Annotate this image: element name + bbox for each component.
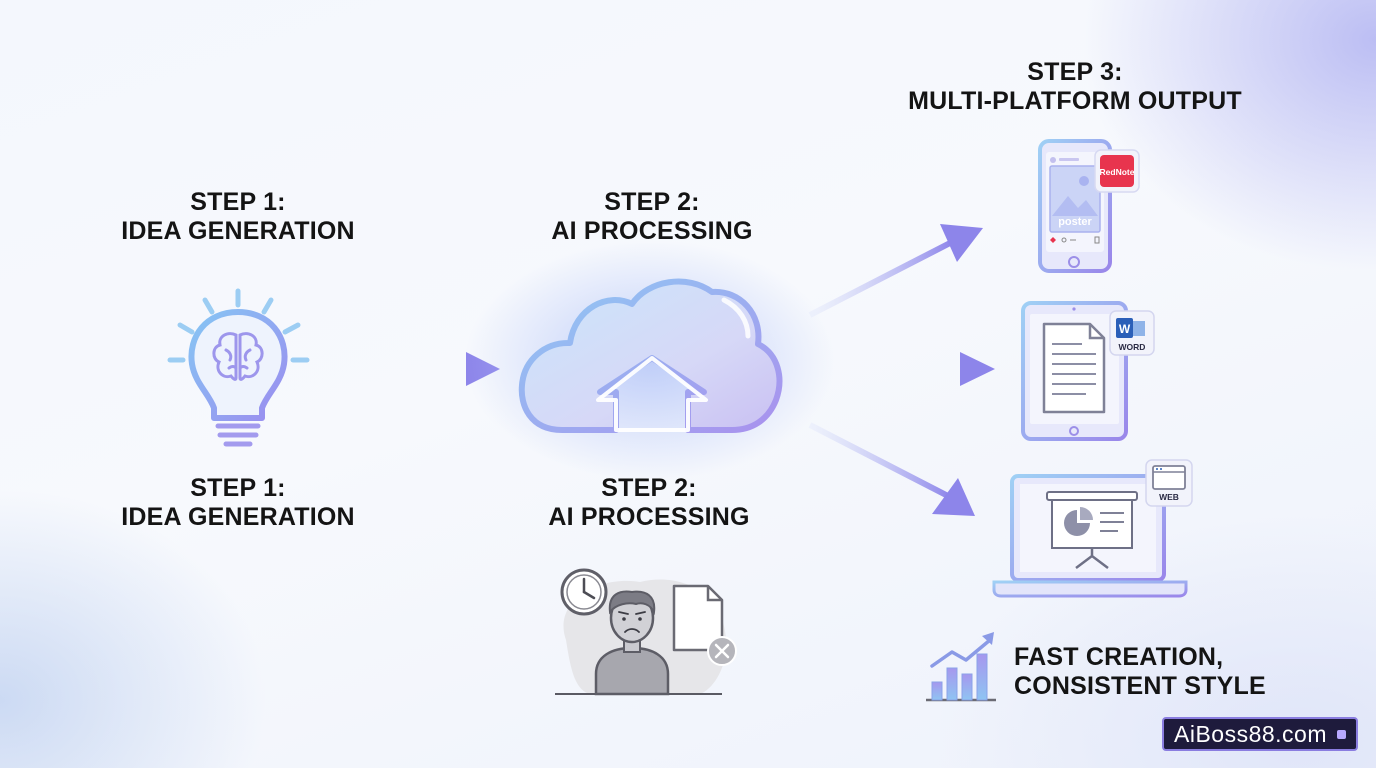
word-app-icon: W WORD: [1109, 310, 1155, 356]
step1-number: STEP 1:: [190, 188, 286, 216]
word-letter: W: [1119, 322, 1131, 336]
smartphone-icon: poster RedNote: [1038, 139, 1140, 273]
step1-name-bottom: IDEA GENERATION: [121, 503, 355, 531]
step2-number: STEP 2:: [604, 188, 700, 216]
presentation-icon: [1046, 491, 1138, 569]
result-caption: FAST CREATION, CONSISTENT STYLE: [1014, 643, 1274, 701]
clock-icon: [560, 568, 608, 616]
step2-name-bottom: AI PROCESSING: [548, 503, 750, 531]
watermark-badge[interactable]: AiBoss88.com: [1162, 717, 1358, 751]
flow-arrow-to-laptop: [808, 422, 975, 516]
step3-number: STEP 3:: [1027, 58, 1123, 86]
result-line1: FAST CREATION,: [1014, 643, 1224, 671]
cloud-upload-icon: [465, 240, 835, 480]
step3-name: MULTI-PLATFORM OUTPUT: [908, 87, 1242, 115]
web-app-icon: WEB: [1145, 459, 1193, 507]
frustrated-person-icon: [594, 590, 670, 696]
tablet-icon: W WORD: [1021, 301, 1155, 441]
watermark-dot-icon: [1337, 730, 1346, 739]
document-icon: [1042, 322, 1106, 414]
word-label: WORD: [1119, 342, 1146, 352]
rednote-label: RedNote: [1100, 167, 1135, 177]
web-label: WEB: [1159, 492, 1179, 502]
flow-arrow-to-tablet: [815, 352, 995, 386]
growth-chart-icon: [926, 632, 996, 702]
result-line2: CONSISTENT STYLE: [1014, 672, 1266, 700]
step3-title: STEP 3: MULTI-PLATFORM OUTPUT: [900, 58, 1250, 116]
rednote-app-icon: RedNote: [1094, 149, 1140, 193]
step2-name: AI PROCESSING: [551, 217, 753, 245]
brain-icon: [212, 332, 264, 381]
flow-arrow-to-mobile: [808, 224, 983, 318]
step1-title-top: STEP 1: IDEA GENERATION: [113, 188, 363, 246]
poster-label: poster: [1058, 216, 1092, 228]
manual-work-illustration: [555, 568, 737, 696]
step2-number-bottom: STEP 2:: [601, 474, 697, 502]
document-error-icon: [672, 584, 737, 666]
step2-title-bottom: STEP 2: AI PROCESSING: [524, 474, 774, 532]
step2-title-top: STEP 2: AI PROCESSING: [527, 188, 777, 246]
laptop-icon: WEB: [992, 459, 1193, 598]
step1-title-bottom: STEP 1: IDEA GENERATION: [113, 474, 363, 532]
lightbulb-icon: [167, 288, 310, 447]
step1-number-bottom: STEP 1:: [190, 474, 286, 502]
step1-name: IDEA GENERATION: [121, 217, 355, 245]
watermark-text: AiBoss88.com: [1174, 721, 1328, 747]
